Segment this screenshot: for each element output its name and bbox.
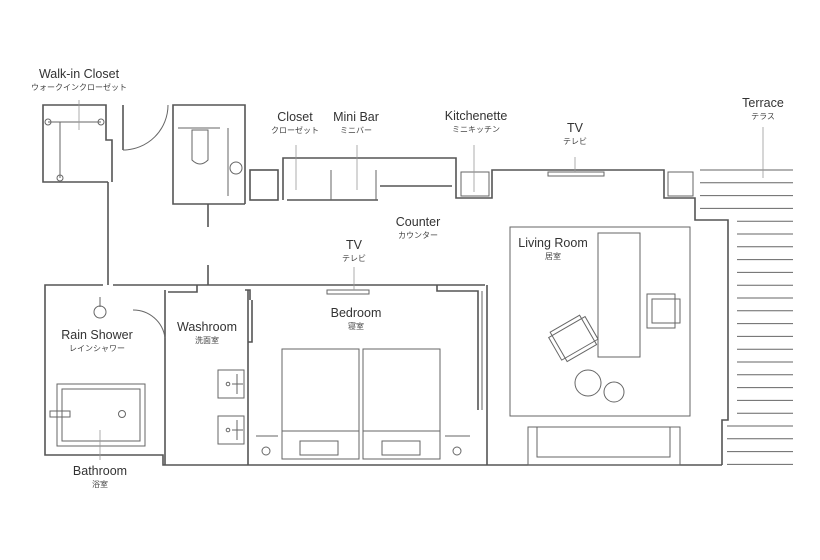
label-kitchenette: Kitchenette ミニキッチン [445,109,508,136]
label-tv-living: TV テレビ [563,121,587,148]
label-mini-bar: Mini Bar ミニバー [333,110,379,137]
room-name-ja: テレビ [563,137,587,146]
entrance-door [122,104,169,151]
room-name: Rain Shower [61,328,133,342]
toilet-room [172,104,246,285]
lamp-icon [452,446,462,456]
lower-walls [44,284,722,466]
room-name-ja: テラス [751,112,775,121]
living-room-furniture [509,226,691,466]
armchair [547,314,599,363]
label-bathroom: Bathroom 浴室 [73,464,127,491]
room-name: Closet [277,110,313,124]
room-name: TV [567,121,583,135]
room-name-ja: 居室 [544,252,561,261]
rug [509,226,691,417]
label-walk-in-closet: Walk-in Closet ウォークインクローゼット [31,67,127,94]
bedroom-furniture [256,289,470,460]
room-name: TV [346,238,362,252]
room-name-ja: 寝室 [347,322,364,331]
bed-left [281,348,360,460]
leader-lines [78,100,764,460]
room-name: Terrace [742,96,784,110]
round-table [603,381,625,403]
rain-shower-icon [93,297,107,319]
room-name: Walk-in Closet [38,67,120,81]
room-name: Washroom [177,320,237,334]
room-name-ja: 浴室 [91,480,108,489]
room-name-ja: 洗面室 [195,336,219,345]
label-tv-bedroom: TV テレビ [342,238,366,265]
room-name-ja: ウォークインクローゼット [31,83,127,92]
room-name-ja: カウンター [397,231,438,240]
terrace-decking [700,169,793,465]
lamp-icon [261,446,271,456]
room-name-ja: ミニキッチン [451,125,500,134]
label-closet: Closet クローゼット [271,110,319,137]
counter-wall [249,157,729,465]
label-counter: Counter カウンター [396,215,440,242]
sink-icon [229,161,243,175]
room-name-ja: ミニバー [340,126,372,135]
room-name: Living Room [518,236,588,250]
room-name-ja: クローゼット [271,126,319,135]
chair [646,293,676,329]
label-bedroom: Bedroom 寝室 [331,306,382,333]
round-table [574,369,602,397]
walk-in-closet-walls [42,104,113,285]
bedroom-tv-icon [326,289,370,295]
bed-right [362,348,441,460]
desk [597,232,641,358]
room-name: Bedroom [330,306,382,320]
room-name: Counter [395,215,441,229]
room-name: Kitchenette [444,109,508,123]
tv-icon [547,171,605,177]
label-terrace: Terrace テラス [742,96,784,123]
label-living-room: Living Room 居室 [518,236,587,263]
label-rain-shower: Rain Shower レインシャワー [61,328,133,355]
room-name-ja: レインシャワー [68,344,125,353]
bathtub [49,383,146,447]
bench [527,426,681,466]
room-name: Bathroom [72,464,128,478]
room-name: Mini Bar [333,110,379,124]
room-name-ja: テレビ [342,254,366,263]
toilet-icon [191,129,209,165]
washbasins [217,369,245,445]
label-washroom: Washroom 洗面室 [177,320,237,347]
